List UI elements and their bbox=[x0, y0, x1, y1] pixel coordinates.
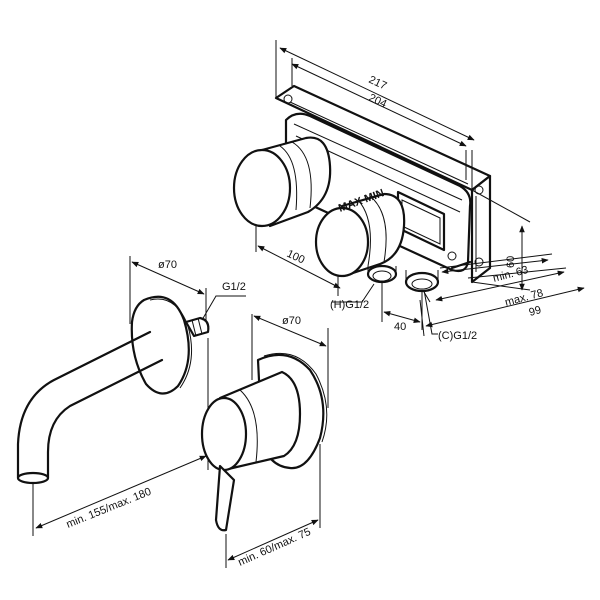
hot-inlet-fitting bbox=[366, 264, 398, 284]
spout-length-label: min. 155/max. 180 bbox=[65, 486, 153, 531]
dim-99-label: 99 bbox=[528, 304, 543, 319]
spout-assembly bbox=[16, 295, 210, 485]
spout-rosette bbox=[130, 295, 190, 395]
dim-40-line bbox=[383, 310, 421, 324]
spout-phi70-label: ø70 bbox=[158, 259, 177, 271]
rear-cartridge-knob bbox=[232, 136, 332, 228]
hot-callout-leader bbox=[332, 283, 375, 303]
spout-g12-leader bbox=[201, 295, 246, 321]
hot-inlet-label: (H)G1/2 bbox=[330, 299, 369, 311]
spout-outlet bbox=[16, 471, 50, 485]
dim-min63-line bbox=[441, 257, 549, 275]
cold-inlet-fitting bbox=[404, 270, 440, 293]
dim-40-label: 40 bbox=[394, 321, 406, 333]
spout-dimensions: ø70 G1/2 min. 155/max. 180 bbox=[32, 256, 246, 536]
handle-phi70-label: ø70 bbox=[282, 315, 301, 327]
mixer-handle-assembly bbox=[200, 352, 328, 532]
concealed-body-assembly: MAX MIN bbox=[232, 84, 492, 293]
spout-thread bbox=[184, 316, 210, 338]
dim-100-label: 100 bbox=[285, 248, 307, 267]
dim-204-line bbox=[291, 63, 467, 147]
spout-pipe bbox=[16, 330, 152, 480]
handle-lever bbox=[214, 464, 236, 532]
handle-phi70-line bbox=[253, 315, 327, 347]
handle-face bbox=[200, 396, 248, 472]
handle-length-line bbox=[227, 519, 319, 561]
dim-217-label: 217 bbox=[367, 74, 389, 93]
dim-100-line bbox=[257, 245, 341, 289]
cold-callout-leader bbox=[423, 289, 438, 335]
cold-inlet-label: (C)G1/2 bbox=[438, 330, 477, 342]
spout-length-line bbox=[35, 455, 207, 529]
spout-g12-label: G1/2 bbox=[222, 281, 246, 293]
spout-phi70-line bbox=[131, 261, 205, 295]
handle-length-label: min. 60/max. 75 bbox=[236, 526, 312, 569]
dim-99-line bbox=[425, 286, 585, 328]
